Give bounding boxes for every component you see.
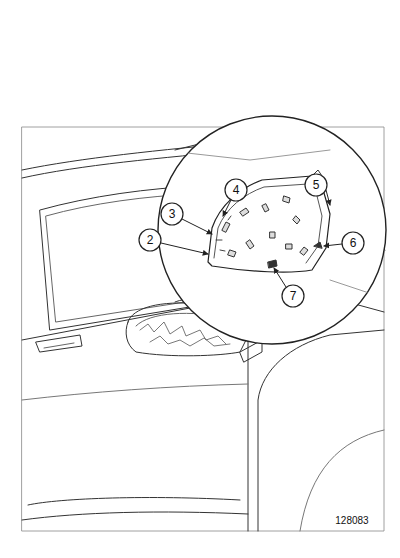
callout-number: 7: [290, 290, 297, 302]
callout-number: 3: [169, 208, 176, 220]
callout-number: 6: [350, 237, 357, 249]
callout-number: 2: [147, 234, 154, 246]
callout-number: 5: [313, 179, 320, 191]
callout-number: 4: [233, 184, 240, 196]
figure-reference: 128083: [335, 516, 368, 526]
